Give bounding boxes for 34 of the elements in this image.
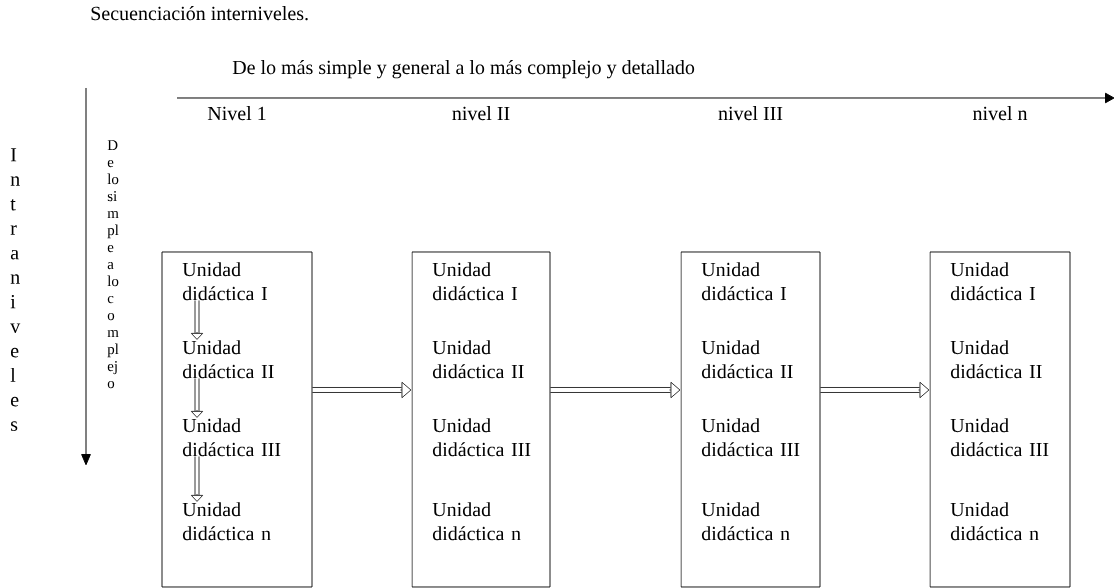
- unit-text: Unidad didáctica I: [701, 262, 787, 301]
- level-heading: nivel n: [972, 106, 1028, 121]
- unit-text: Unidad didáctica III: [432, 418, 531, 457]
- unit-text: Unidad didáctica III: [182, 418, 281, 457]
- hollow-arrow: [550, 381, 681, 399]
- unit-text: Unidad didáctica n: [432, 502, 521, 541]
- unit-text: Unidad didáctica II: [182, 340, 274, 379]
- level-heading: nivel III: [718, 106, 783, 121]
- hollow-arrow: [820, 381, 930, 399]
- level-box: [411, 251, 551, 588]
- hollow-arrow: [190, 456, 204, 502]
- heading-text: De lo más simple y general a lo más complejo y detallado: [232, 60, 695, 79]
- unit-text: Unidad didáctica n: [701, 502, 790, 541]
- level-box: [929, 251, 1071, 588]
- vertical-text: Intraniveles: [10, 148, 21, 431]
- hollow-arrow: [190, 378, 204, 418]
- unit-text: Unidad didáctica n: [182, 502, 271, 541]
- level-box: [161, 251, 313, 588]
- level-heading: nivel II: [452, 106, 510, 121]
- vertical-text: De lo simple a lo complejo: [107, 140, 119, 389]
- hollow-arrow: [190, 300, 204, 340]
- unit-text: Unidad didáctica III: [950, 418, 1049, 457]
- unit-text: Unidad didáctica I: [950, 262, 1035, 301]
- unit-text: Unidad didáctica II: [701, 340, 793, 379]
- hollow-arrow: [312, 381, 412, 399]
- unit-text: Unidad didáctica III: [701, 418, 800, 457]
- level-heading: Nivel 1: [207, 106, 266, 121]
- unit-text: Unidad didáctica n: [950, 502, 1039, 541]
- title: Secuenciación interniveles.: [91, 6, 308, 21]
- unit-text: Unidad didáctica I: [182, 262, 268, 301]
- unit-text: Unidad didáctica II: [950, 340, 1042, 379]
- level-box: [680, 251, 821, 588]
- unit-text: Unidad didáctica I: [432, 262, 518, 301]
- unit-text: Unidad didáctica II: [432, 340, 524, 379]
